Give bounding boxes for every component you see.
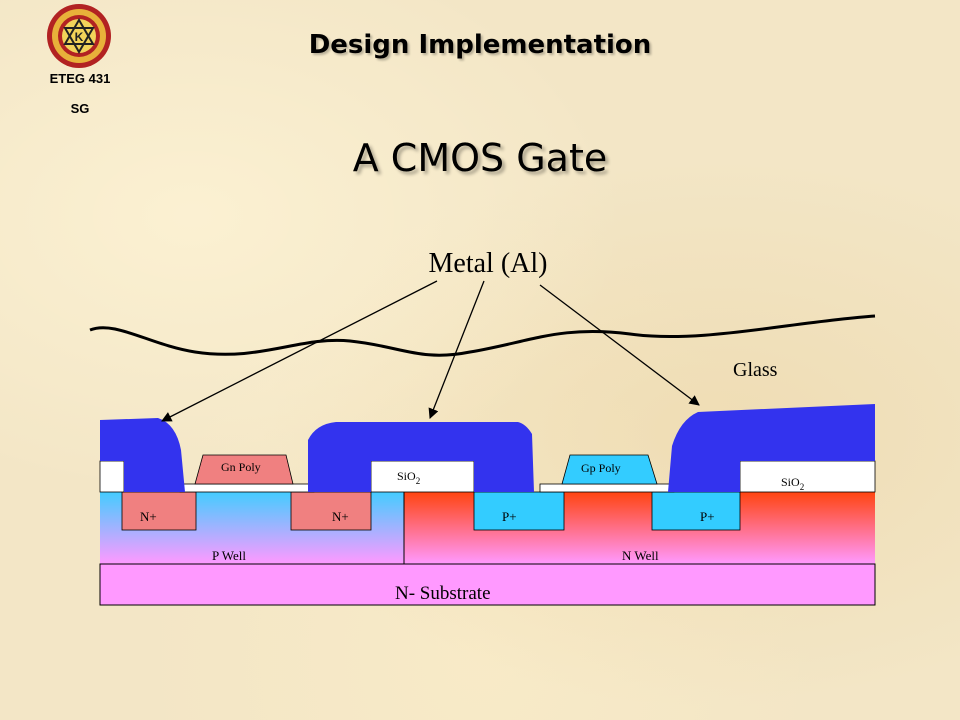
n-substrate-region bbox=[99, 563, 876, 606]
gp-poly-gate bbox=[561, 454, 658, 485]
svg-text:K: K bbox=[75, 30, 84, 44]
metal-label: Metal (Al) bbox=[429, 248, 548, 279]
metal-contact-middle bbox=[308, 422, 534, 492]
slide-title: A CMOS Gate bbox=[352, 136, 608, 180]
metal-contact-right bbox=[668, 404, 875, 492]
course-code: ETEG 431 bbox=[49, 71, 111, 86]
p-plus-left-label: P+ bbox=[502, 509, 517, 524]
metal-arrow-middle bbox=[428, 280, 485, 419]
gp-poly-label: Gp Poly bbox=[581, 461, 621, 475]
slide-header: Design Implementation bbox=[308, 30, 652, 60]
field-oxide-far-left bbox=[99, 460, 125, 493]
sio2-right-oxide bbox=[739, 460, 876, 493]
glass-label: Glass bbox=[733, 359, 778, 381]
n-plus-right-label: N+ bbox=[332, 509, 349, 524]
course-section: SG bbox=[70, 101, 90, 116]
gn-poly-gate bbox=[194, 454, 294, 485]
sio2-left-label: SiO2 bbox=[397, 469, 420, 486]
p-plus-left-region bbox=[473, 491, 565, 531]
metal-contact-left bbox=[100, 418, 185, 492]
gate-oxide-right bbox=[539, 483, 675, 493]
university-logo-icon: K bbox=[47, 4, 111, 68]
metal-arrow-right bbox=[539, 284, 700, 406]
metal-arrow-left bbox=[161, 280, 438, 422]
sio2-right-label: SiO2 bbox=[781, 475, 804, 492]
sio2-left-oxide bbox=[370, 460, 475, 493]
n-plus-left-region bbox=[121, 491, 197, 531]
gate-oxide-left bbox=[179, 483, 315, 493]
n-plus-left-label: N+ bbox=[140, 509, 157, 524]
p-plus-right-region bbox=[651, 491, 741, 531]
n-substrate-label: N- Substrate bbox=[395, 583, 491, 604]
n-well-label: N Well bbox=[622, 548, 659, 563]
p-plus-right-label: P+ bbox=[700, 509, 715, 524]
glass-boundary-line bbox=[89, 314, 876, 357]
gn-poly-label: Gn Poly bbox=[221, 460, 261, 474]
n-plus-right-region bbox=[290, 491, 372, 531]
p-well-label: P Well bbox=[212, 548, 246, 563]
